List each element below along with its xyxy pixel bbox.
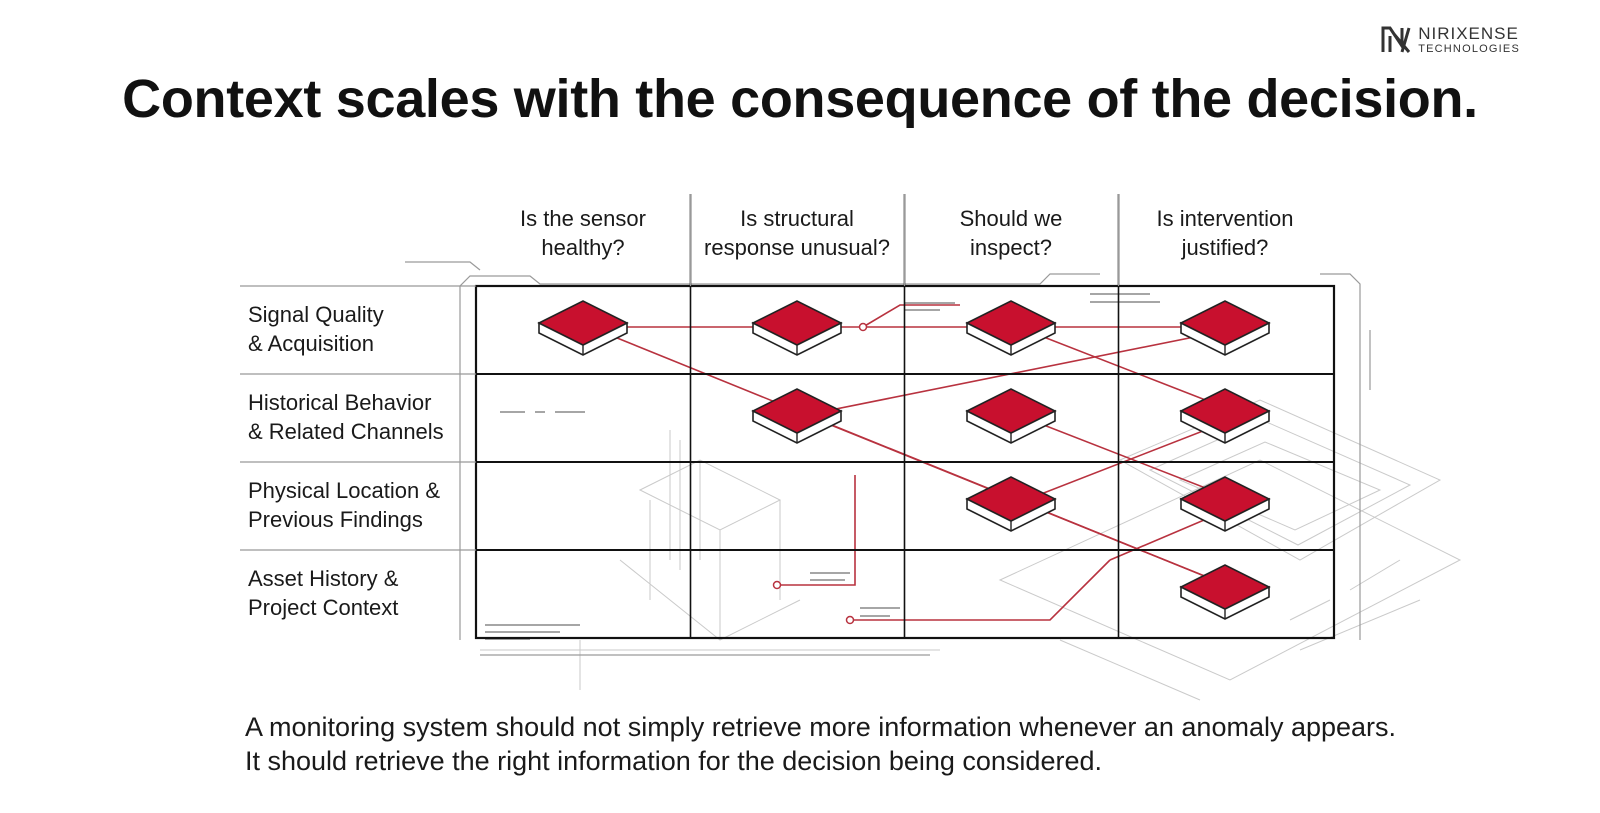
row-label-historical-behavior: Historical Behavior & Related Channels [248,390,444,444]
red-tile-icon [965,300,1057,356]
red-tile-icon [537,300,629,356]
red-tile-icon [1179,388,1271,444]
red-tile-icon [965,388,1057,444]
red-tile-icon [1179,476,1271,532]
row-label-signal-quality: Signal Quality & Acquisition [248,302,384,356]
column-header-structural-response: Is structural response unusual? [704,206,890,260]
red-tile-icon [1179,300,1271,356]
row-label-asset-history: Asset History & Project Context [248,566,399,620]
red-tile-icon [751,300,843,356]
column-header-intervention: Is intervention justified? [1156,206,1294,260]
caption-text: A monitoring system should not simply re… [245,712,1397,776]
column-header-inspect: Should we inspect? [959,206,1063,260]
brand-subtitle: TECHNOLOGIES [1418,43,1520,55]
brand-name: NIRIXENSE [1418,24,1519,43]
row-label-physical-location: Physical Location & Previous Findings [248,478,440,532]
column-header-sensor-health: Is the sensor healthy? [520,206,646,260]
red-tile-icon [751,388,843,444]
blueprint-frame [405,261,1371,656]
connection-nodes [772,322,868,625]
nx-logo-icon [1381,26,1411,53]
brand-logo: NIRIXENSE TECHNOLOGIES [1380,24,1520,56]
page-title: Context scales with the consequence of t… [122,69,1478,129]
red-tile-markers [537,300,1271,620]
red-tile-icon [1179,564,1271,620]
matrix-grid [240,194,1336,640]
red-tile-icon [965,476,1057,532]
